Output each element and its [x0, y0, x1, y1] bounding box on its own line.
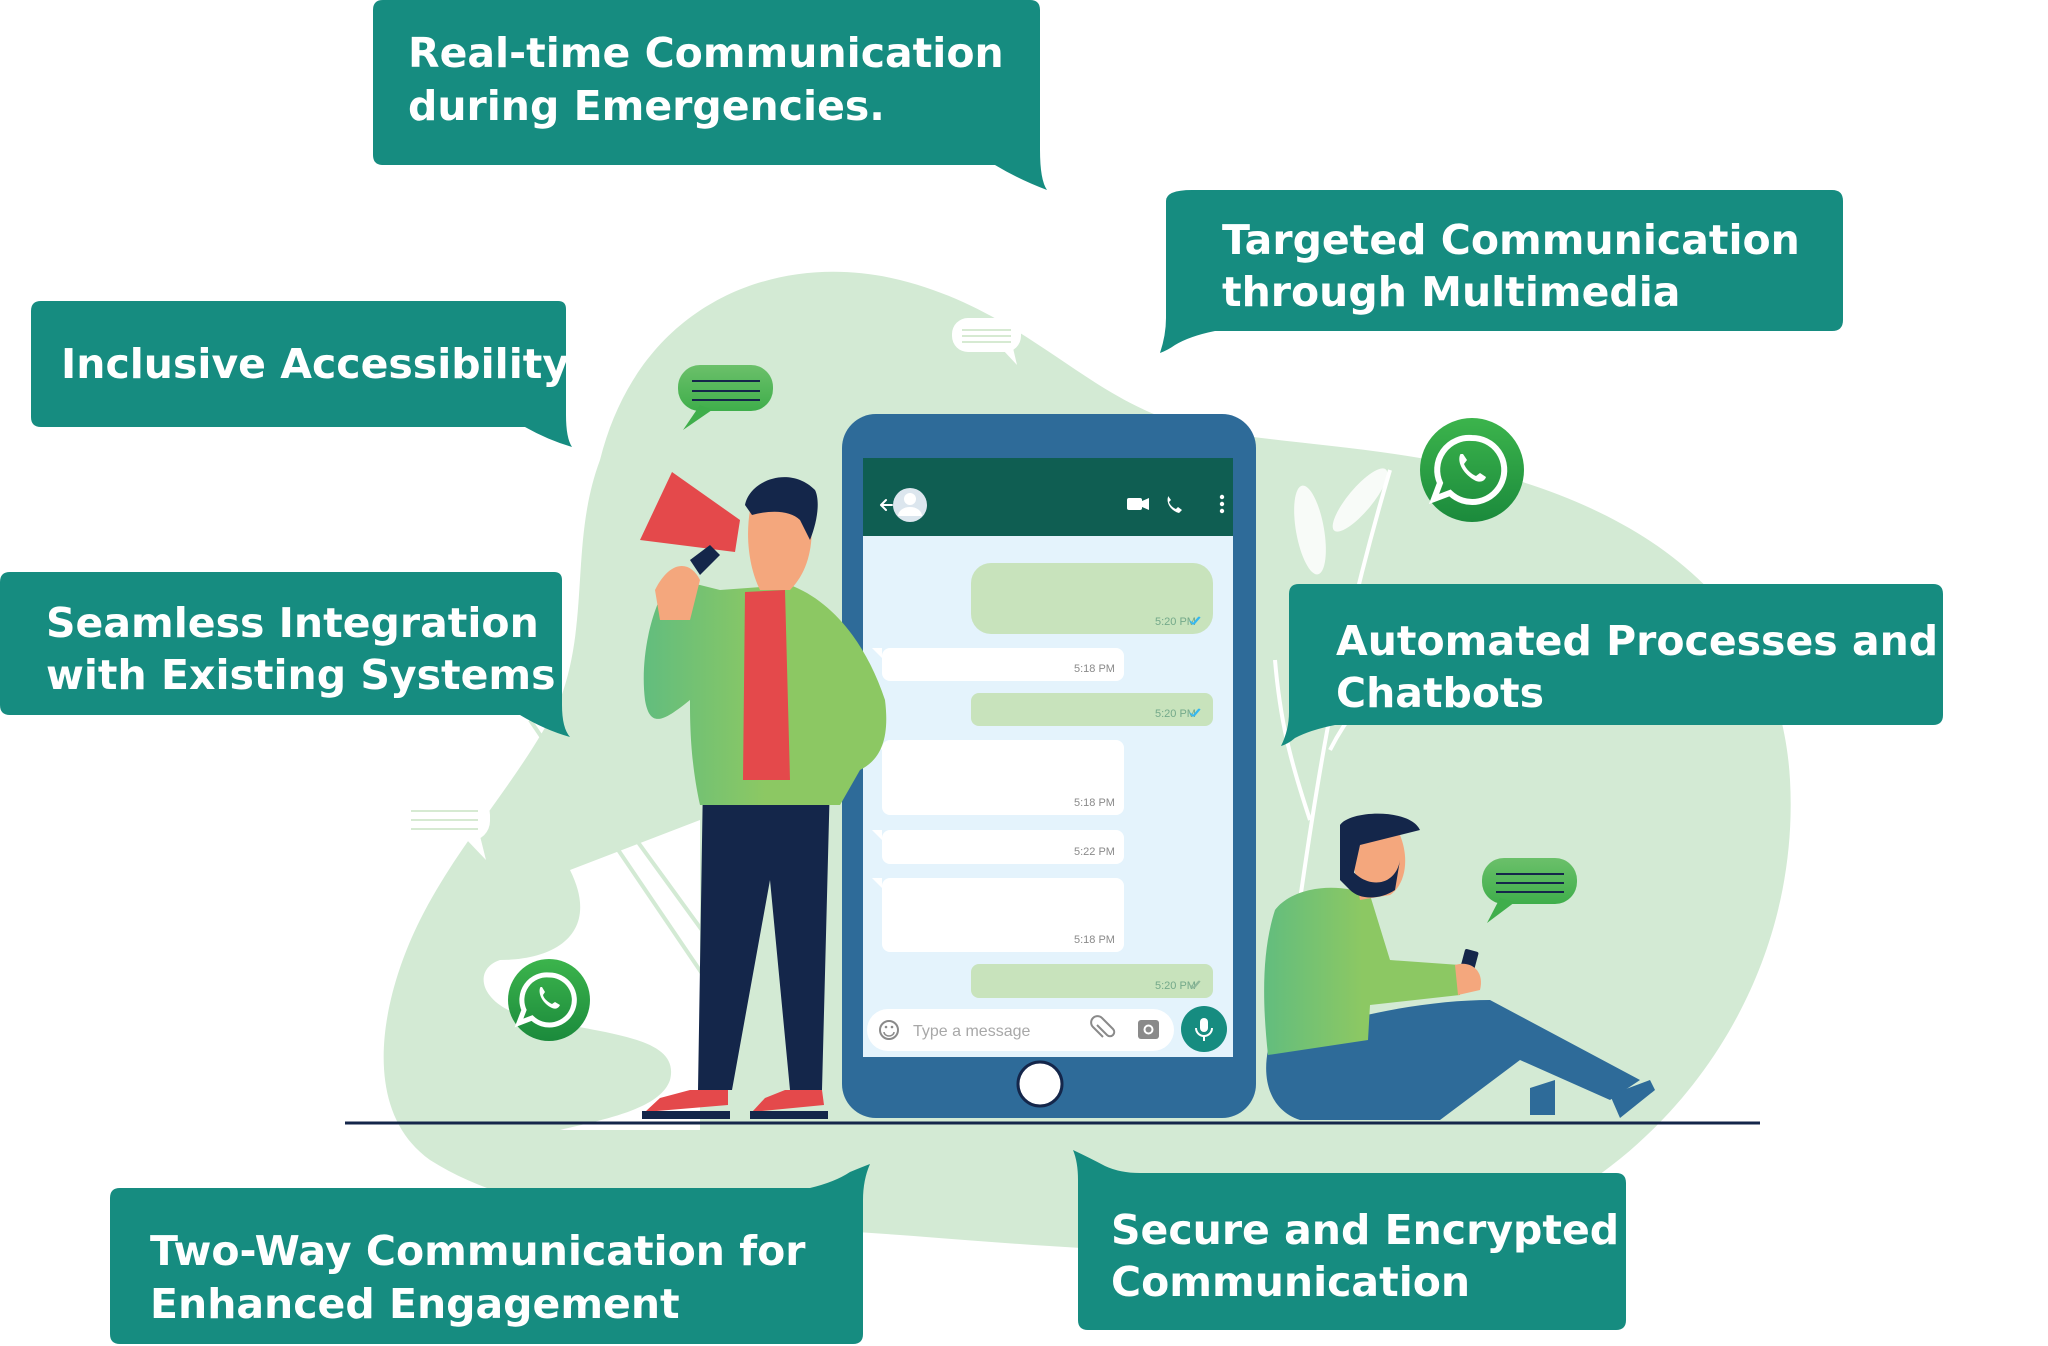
callout-line: Targeted Communication [1222, 216, 1800, 264]
svg-text:Chatbots: Chatbots [1336, 669, 1544, 717]
whatsapp-logo-icon [1420, 418, 1524, 522]
outgoing-message[interactable]: 5:20 PM [971, 693, 1213, 726]
svg-text:during Emergencies.: during Emergencies. [408, 82, 885, 130]
sitting-man-illustration [1264, 813, 1655, 1120]
svg-text:Two-Way Communication for: Two-Way Communication for [150, 1227, 806, 1275]
svg-text:Communication: Communication [1111, 1258, 1470, 1306]
leaf-shapes [1294, 468, 1388, 575]
callout-line: Two-Way Communication for [150, 1227, 806, 1275]
incoming-message[interactable]: 5:22 PM [872, 830, 1124, 864]
message-timestamp: 5:20 PM [1155, 616, 1196, 628]
message-timestamp: 5:20 PM [1155, 980, 1196, 992]
read-receipt-icon [1189, 616, 1201, 626]
message-timestamp: 5:20 PM [1155, 708, 1196, 720]
callout-line: Seamless Integration [46, 599, 539, 647]
svg-text:with Existing Systems: with Existing Systems [46, 651, 556, 699]
read-receipt-icon [1189, 980, 1201, 990]
message-input-placeholder: Type a message [913, 1023, 1031, 1040]
incoming-message[interactable]: 5:18 PM [872, 740, 1124, 815]
outgoing-message[interactable]: 5:20 PM [971, 563, 1213, 634]
bubble-tail [872, 648, 882, 658]
speech-bubble-icon [1482, 858, 1577, 923]
bubble-tail [872, 830, 882, 840]
message-input[interactable] [867, 1009, 1174, 1051]
bubble-tail [872, 878, 882, 888]
callout-line: Communication [1111, 1258, 1470, 1306]
phone-mockup: 5:20 PM 5:18 PM 5:20 PM 5:18 PM 5:22 PM 5:18 … [842, 414, 1256, 1118]
svg-text:Targeted Communication: Targeted Communication [1222, 216, 1800, 264]
callout-line: through Multimedia [1222, 268, 1680, 316]
message-timestamp: 5:18 PM [1074, 797, 1115, 809]
whatsapp-logo-icon [508, 959, 590, 1041]
phone-call-icon[interactable] [1167, 496, 1182, 513]
svg-text:Seamless Integration: Seamless Integration [46, 599, 539, 647]
message-bubble [971, 964, 1213, 998]
read-receipt-icon [1189, 708, 1201, 718]
message-timestamp: 5:18 PM [1074, 663, 1115, 675]
message-bubble [882, 830, 1124, 864]
callout-automated-processes: Automated Processes and Chatbots [1281, 584, 1943, 746]
emoji-icon[interactable] [879, 1020, 899, 1040]
callout-targeted-communication: Targeted Communication through Multimedi… [1160, 190, 1843, 353]
speech-bubble-icon [397, 795, 490, 860]
callout-line: Chatbots [1336, 669, 1544, 717]
callout-line: Real-time Communication [408, 29, 1004, 77]
message-bubble [882, 648, 1124, 681]
megaphone-icon [640, 472, 740, 575]
svg-text:Automated Processes and: Automated Processes and [1336, 617, 1938, 665]
background-wave [483, 820, 700, 1130]
callout-line: Inclusive Accessibility [61, 340, 569, 388]
mic-button[interactable] [1181, 1006, 1227, 1052]
speech-bubble-icon [678, 365, 773, 430]
callout-line: during Emergencies. [408, 82, 885, 130]
message-bubble [971, 563, 1213, 634]
svg-text:Inclusive Accessibility: Inclusive Accessibility [61, 340, 569, 388]
mic-icon [1195, 1018, 1213, 1041]
incoming-message[interactable]: 5:18 PM [872, 648, 1124, 681]
callout-line: Enhanced Engagement [150, 1280, 680, 1328]
message-bubble [882, 878, 1124, 952]
more-options-icon[interactable] [1219, 494, 1225, 514]
svg-text:Secure and Encrypted: Secure and Encrypted [1111, 1206, 1619, 1254]
callout-realtime-communication: Real-time Communication during Emergenci… [373, 0, 1047, 190]
callout-inclusive-accessibility: Inclusive Accessibility [31, 301, 572, 447]
callout-secure-communication: Secure and Encrypted Communication [1073, 1150, 1626, 1330]
message-timestamp: 5:22 PM [1074, 846, 1115, 858]
message-bubble [971, 693, 1213, 726]
callout-seamless-integration: Seamless Integration with Existing Syste… [0, 572, 570, 737]
outgoing-message[interactable]: 5:20 PM [971, 964, 1213, 998]
message-bubble [882, 740, 1124, 815]
svg-text:Real-time Communication: Real-time Communication [408, 29, 1004, 77]
callout-two-way-communication: Two-Way Communication for Enhanced Engag… [110, 1164, 870, 1344]
svg-text:Enhanced Engagement: Enhanced Engagement [150, 1280, 680, 1328]
callout-line: with Existing Systems [46, 651, 556, 699]
camera-icon[interactable] [1138, 1020, 1159, 1039]
incoming-message[interactable]: 5:18 PM [872, 878, 1124, 952]
attach-icon[interactable] [1090, 1015, 1116, 1038]
callout-line: Secure and Encrypted [1111, 1206, 1619, 1254]
callout-line: Automated Processes and [1336, 617, 1938, 665]
home-button[interactable] [1016, 1060, 1064, 1108]
video-call-icon[interactable] [1127, 498, 1149, 510]
message-timestamp: 5:18 PM [1074, 934, 1115, 946]
avatar-icon[interactable] [893, 488, 927, 522]
man-with-megaphone-illustration [640, 472, 887, 1119]
speech-bubble-icon [952, 318, 1021, 365]
back-arrow-icon[interactable] [880, 499, 893, 511]
svg-text:through Multimedia: through Multimedia [1222, 268, 1680, 316]
